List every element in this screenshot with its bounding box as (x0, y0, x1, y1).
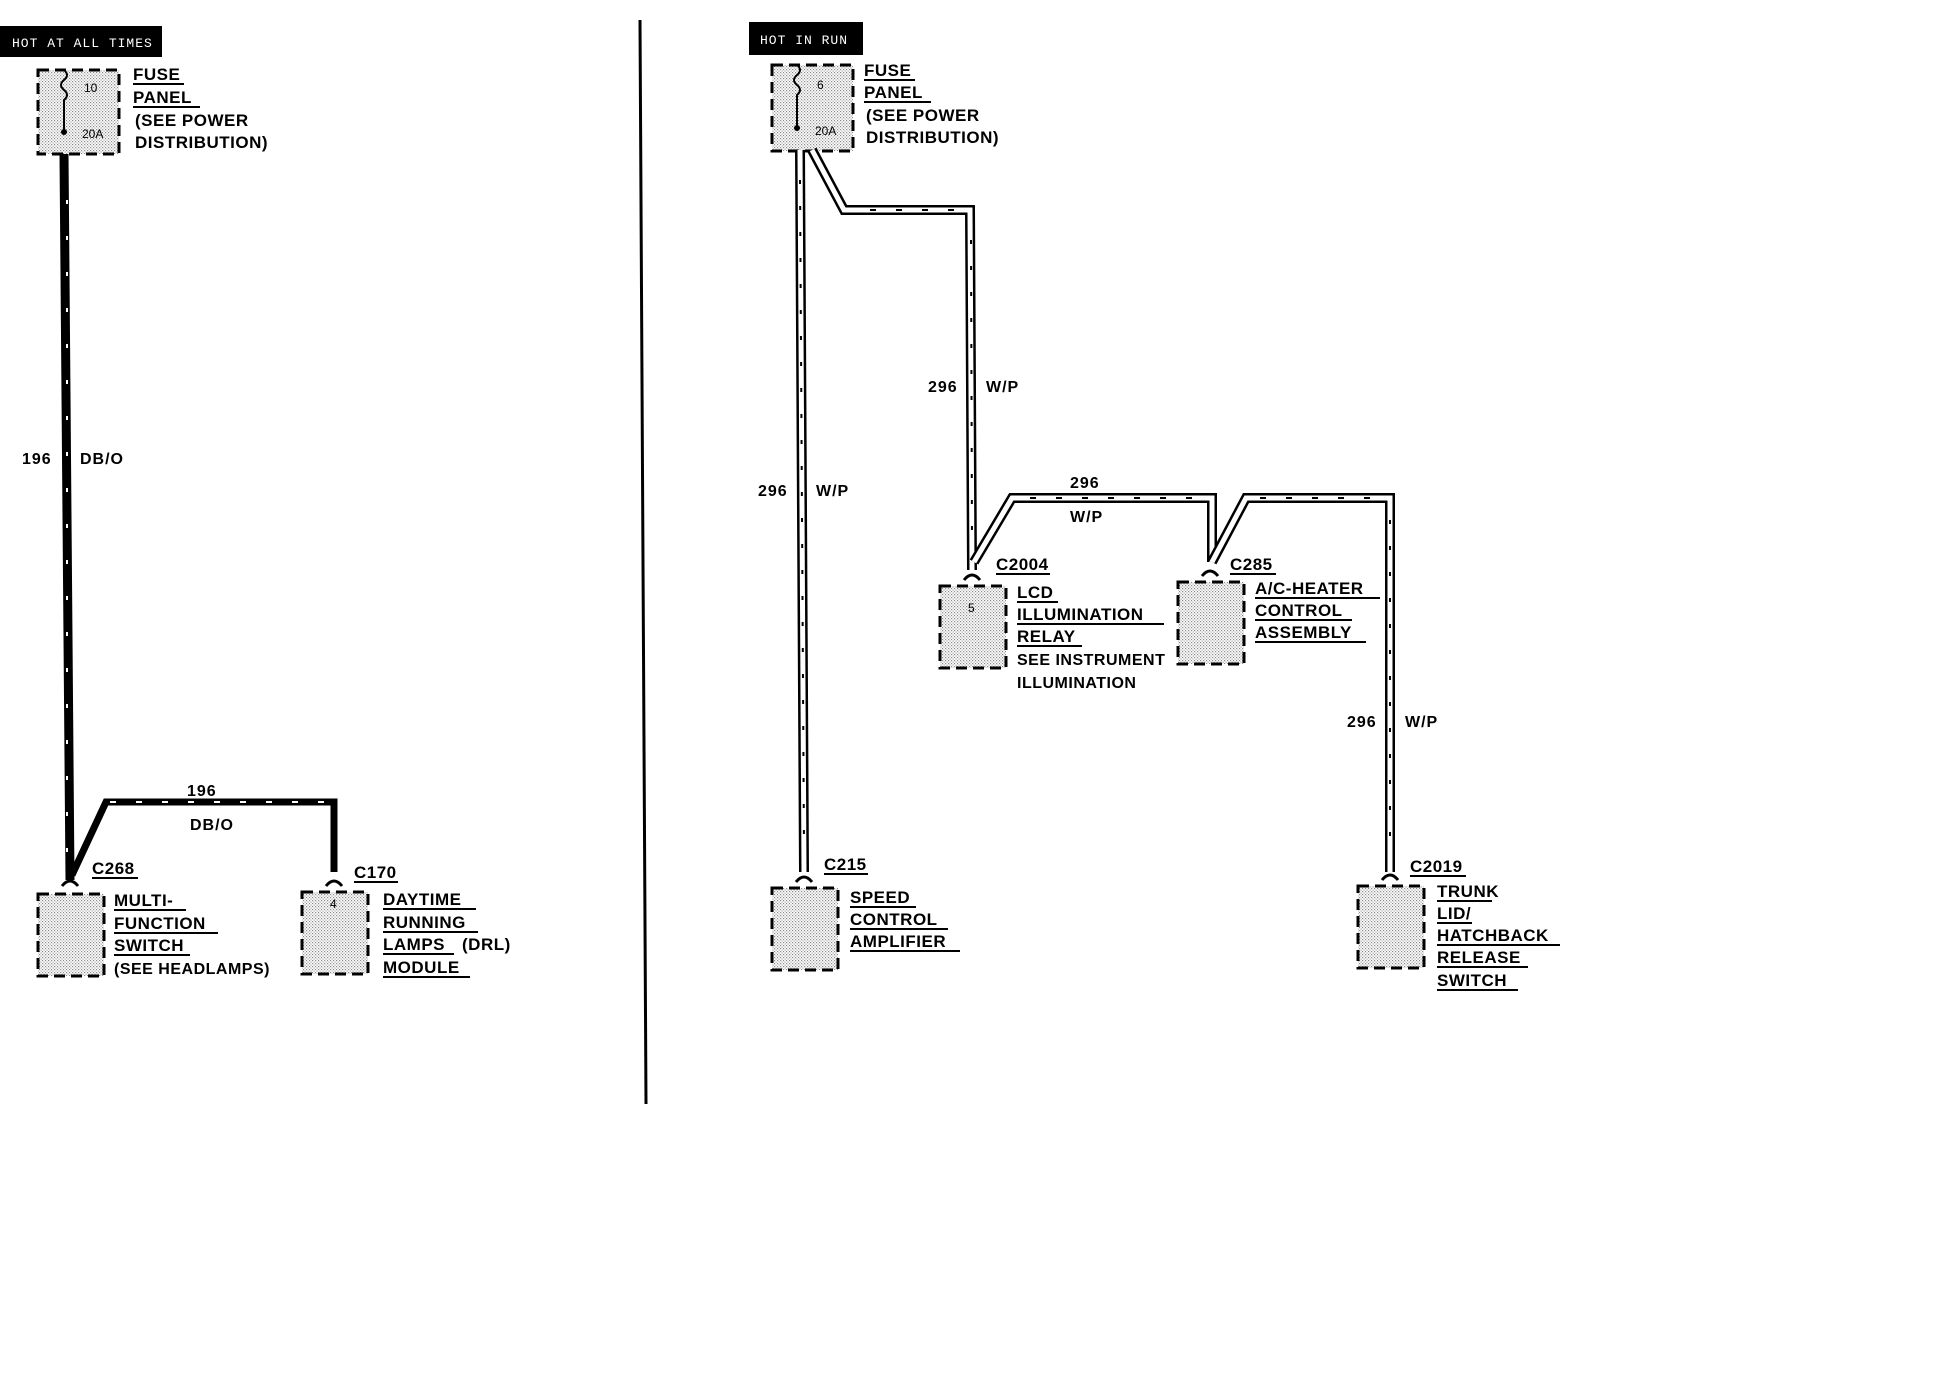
right-wire-mid-circuit: 296 (928, 379, 958, 396)
drl-label-3: LAMPS (383, 935, 445, 954)
left-panel: HOT AT ALL TIMES 10 20A FUSE PANEL (SEE … (0, 26, 511, 978)
speed-label-3: AMPLIFIER (850, 932, 946, 951)
right-wire-mid-color: W/P (986, 379, 1019, 396)
right-wire-top-color: W/P (1070, 509, 1103, 526)
right-wire-left-circuit: 296 (758, 483, 788, 500)
right-panel: HOT IN RUN 6 20A FUSE PANEL (SEE POWER D… (749, 22, 1560, 991)
right-fuse-label-1: FUSE (864, 61, 911, 80)
ac-heater-box (1176, 580, 1246, 666)
left-fuse-label-4: DISTRIBUTION) (135, 133, 268, 152)
drl-module-box (300, 890, 370, 976)
connector-c268: C268 (92, 859, 135, 878)
drl-pin: 4 (330, 897, 337, 911)
connector-c170-symbol (324, 879, 344, 887)
right-wires (795, 147, 1395, 873)
right-fuse-label-3: (SEE POWER (866, 106, 980, 125)
trunk-label-5: SWITCH (1437, 971, 1507, 990)
left-wire-branch (68, 798, 338, 877)
connector-c170: C170 (354, 863, 397, 882)
trunk-label-3: HATCHBACK (1437, 926, 1549, 945)
right-wire-left-color: W/P (816, 483, 849, 500)
mfs-label-4: (SEE HEADLAMPS) (114, 961, 270, 978)
right-wire-top-circuit: 296 (1070, 475, 1100, 492)
lcd-label-1: LCD (1017, 583, 1053, 602)
left-header: HOT AT ALL TIMES (12, 36, 153, 51)
lcd-label-5: ILLUMINATION (1017, 675, 1136, 692)
right-fuse-number: 6 (817, 78, 824, 92)
trunk-label-4: RELEASE (1437, 948, 1521, 967)
connector-c215: C215 (824, 855, 867, 874)
fuse-symbol (60, 69, 68, 132)
right-wire-right-color: W/P (1405, 714, 1438, 731)
drl-label-5: MODULE (383, 958, 460, 977)
left-wire-main-circuit: 196 (22, 451, 52, 468)
panel-divider (638, 19, 648, 1105)
left-fuse-label-1: FUSE (133, 65, 180, 84)
connector-c215-symbol (794, 875, 814, 883)
speed-control-box (770, 886, 840, 972)
wiring-diagram: HOT AT ALL TIMES 10 20A FUSE PANEL (SEE … (0, 19, 1560, 1105)
left-fuse-label-3: (SEE POWER (135, 111, 249, 130)
left-wire-main (59, 153, 75, 900)
ac-label-3: ASSEMBLY (1255, 623, 1352, 642)
right-header-box (749, 22, 863, 55)
trunk-switch-box (1356, 884, 1426, 970)
right-fuse-rating: 20A (815, 124, 836, 138)
ac-label-1: A/C-HEATER (1255, 579, 1364, 598)
connector-c285-symbol (1200, 569, 1220, 577)
lcd-label-2: ILLUMINATION (1017, 605, 1144, 624)
right-fuse-panel: 6 20A (770, 63, 855, 153)
lcd-pin: 5 (968, 601, 975, 615)
connector-c2019-symbol (1380, 873, 1400, 881)
speed-label-1: SPEED (850, 888, 910, 907)
lcd-label-4: SEE INSTRUMENT (1017, 652, 1165, 669)
left-fuse-rating: 20A (82, 127, 103, 141)
lcd-label-3: RELAY (1017, 627, 1076, 646)
left-header-box (0, 26, 162, 57)
right-fuse-label-4: DISTRIBUTION) (866, 128, 999, 147)
multifunction-switch-box (36, 892, 106, 978)
drl-label-4: (DRL) (462, 935, 511, 954)
trunk-label-1: TRUNK (1437, 882, 1499, 901)
ac-label-2: CONTROL (1255, 601, 1343, 620)
right-header: HOT IN RUN (760, 33, 848, 48)
lcd-relay-box (938, 584, 1008, 670)
mfs-label-2: FUNCTION (114, 914, 206, 933)
trunk-label-2: LID/ (1437, 904, 1471, 923)
left-wire-main-color: DB/O (80, 451, 124, 468)
right-wire-right-circuit: 296 (1347, 714, 1377, 731)
mfs-label-3: SWITCH (114, 936, 184, 955)
drl-label-1: DAYTIME (383, 890, 461, 909)
left-wire-branch-circuit: 196 (187, 783, 217, 800)
left-wire-branch-color: DB/O (190, 817, 234, 834)
connector-c2004-symbol (962, 573, 982, 581)
left-fuse-number: 10 (84, 81, 98, 95)
connector-c2004: C2004 (996, 555, 1049, 574)
right-fuse-label-2: PANEL (864, 83, 923, 102)
speed-label-2: CONTROL (850, 910, 938, 929)
mfs-label-1: MULTI- (114, 891, 173, 910)
drl-label-2: RUNNING (383, 913, 466, 932)
left-fuse-panel: 10 20A (36, 68, 121, 156)
left-fuse-label-2: PANEL (133, 88, 192, 107)
connector-c2019: C2019 (1410, 857, 1463, 876)
connector-c285: C285 (1230, 555, 1273, 574)
connector-c268-symbol (60, 879, 80, 887)
